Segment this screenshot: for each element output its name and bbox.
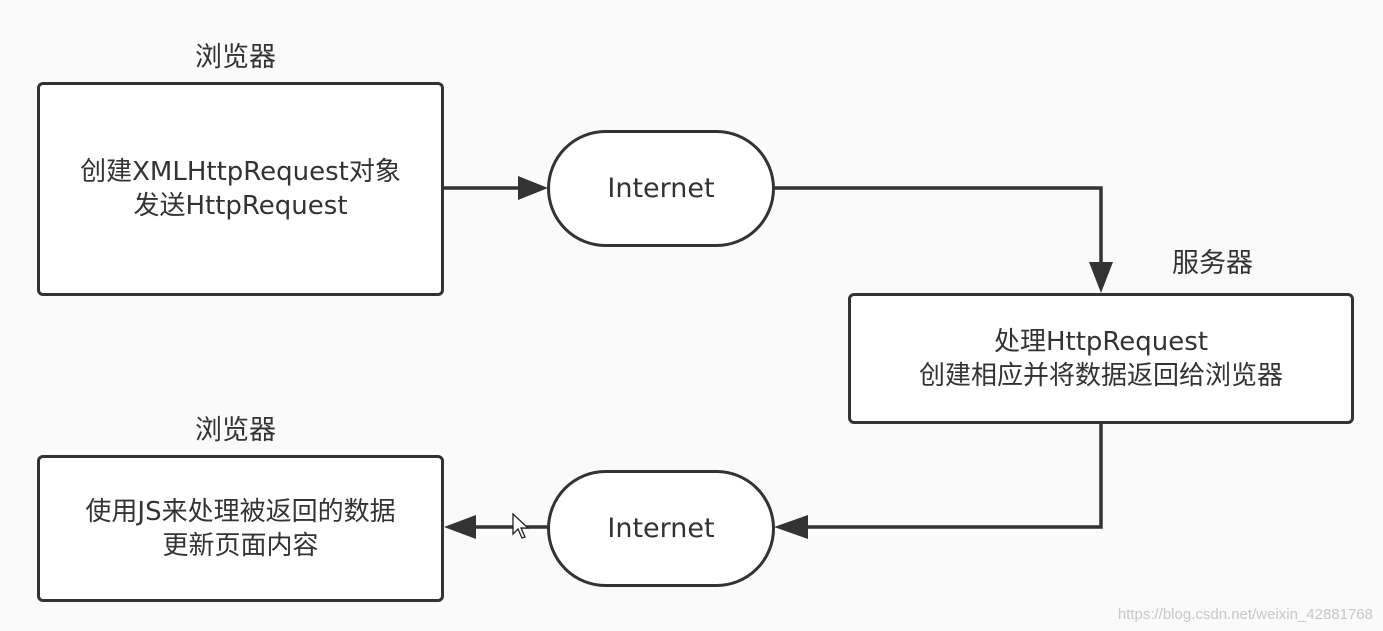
- browser-bottom-box: 使用JS来处理被返回的数据 更新页面内容: [37, 455, 444, 602]
- browser-bottom-caption: 浏览器: [195, 415, 276, 446]
- server-box: 处理HttpRequest 创建相应并将数据返回给浏览器: [848, 293, 1354, 424]
- browser-top-line1: 创建XMLHttpRequest对象: [80, 157, 401, 187]
- browser-top-box: 创建XMLHttpRequest对象 发送HttpRequest: [37, 82, 444, 296]
- arrow-internet-to-server: [773, 186, 1103, 262]
- arrowhead-left-bottom-left: [444, 515, 476, 539]
- mouse-pointer-icon: [512, 513, 530, 539]
- watermark: https://blog.csdn.net/weixin_42881768: [1117, 606, 1373, 623]
- internet-bottom-node: Internet: [547, 470, 775, 587]
- browser-bottom-line1: 使用JS来处理被返回的数据: [85, 496, 396, 527]
- server-line1: 处理HttpRequest: [993, 326, 1209, 357]
- internet-top-node: Internet: [547, 130, 775, 247]
- browser-top-caption: 浏览器: [195, 42, 276, 73]
- browser-bottom-line2: 更新页面内容: [162, 530, 319, 561]
- server-line2: 创建相应并将数据返回给浏览器: [918, 360, 1283, 391]
- browser-top-line2: 发送HttpRequest: [133, 191, 348, 221]
- arrowhead-down: [1089, 262, 1113, 293]
- internet-bottom-label: Internet: [607, 513, 715, 544]
- arrowhead-left-bottom-right: [774, 515, 808, 539]
- server-caption: 服务器: [1172, 248, 1253, 279]
- arrow-server-to-internet: [808, 423, 1103, 529]
- arrowhead-right: [518, 176, 548, 200]
- internet-top-label: Internet: [607, 173, 715, 204]
